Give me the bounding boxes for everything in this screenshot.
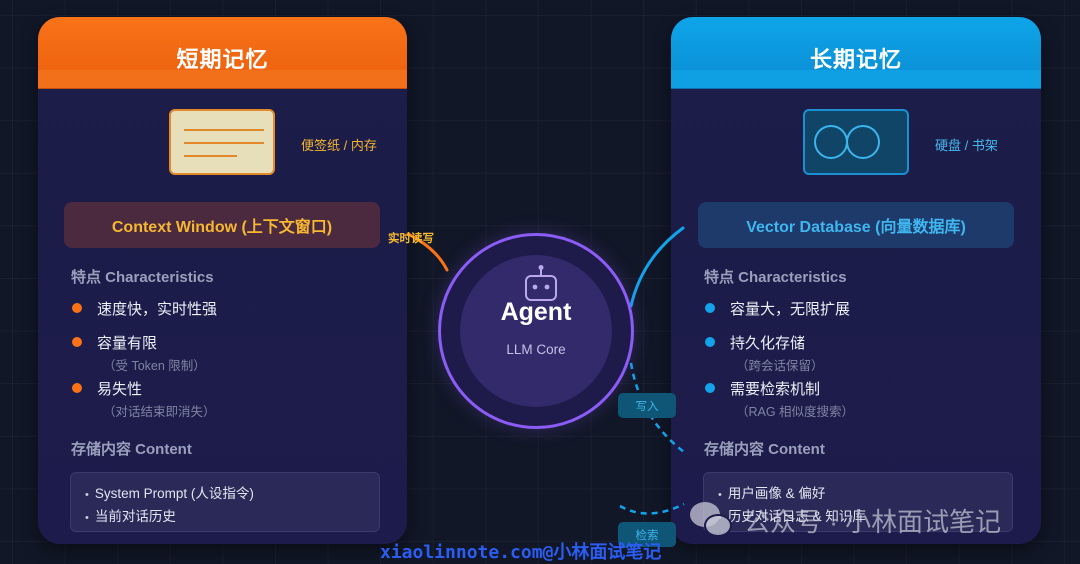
long-term-memory-card: 长期记忆 硬盘 / 书架 Vector Database (向量数据库) 特点 … (671, 17, 1041, 544)
sticky-note-icon (169, 109, 275, 175)
footer-credit: xiaolinnote.com@小林面试笔记 (380, 542, 662, 563)
feature-text: 易失性 (97, 381, 143, 398)
feature-text: 持久化存储 (730, 335, 806, 352)
feature-subtext: （受 Token 限制） (103, 359, 206, 373)
feature-subtext: （跨会话保留） (736, 359, 824, 373)
watermark-text: 公众号 · 小林面试笔记 (744, 506, 1002, 537)
short-term-memory-card: 短期记忆 便签纸 / 内存 Context Window (上下文窗口) 特点 … (38, 17, 407, 544)
agent-subtitle: LLM Core (506, 342, 566, 357)
long-term-header: 长期记忆 (671, 17, 1041, 89)
feature-text: 容量有限 (97, 335, 158, 352)
bullet-dot-icon (705, 303, 715, 313)
feature-text: 需要检索机制 (730, 381, 821, 398)
feature-subtext: （RAG 相似度搜索） (736, 405, 855, 419)
watermark: 公众号 · 小林面试笔记 (690, 500, 1001, 540)
wechat-icon (690, 500, 736, 540)
retrieve-flow-label: 检索 (618, 522, 676, 547)
content-item: 用户画像 & 偏好 (718, 483, 1012, 506)
short-term-content-box: System Prompt (人设指令) 当前对话历史 (70, 472, 380, 532)
context-window-box: Context Window (上下文窗口) (64, 202, 380, 248)
read-write-label: 实时读写 (388, 233, 434, 245)
bullet-dot-icon (72, 303, 82, 313)
feature-text: 容量大，无限扩展 (730, 301, 851, 318)
robot-icon (525, 265, 557, 301)
short-term-icon-caption: 便签纸 / 内存 (301, 138, 377, 153)
short-term-characteristics-label: 特点 Characteristics (71, 269, 214, 286)
agent-core-circle: Agent LLM Core (438, 233, 634, 429)
short-term-header: 短期记忆 (38, 17, 407, 89)
content-item: 历史对话日志 & 知识库 (718, 506, 1012, 529)
long-term-title: 长期记忆 (809, 47, 902, 72)
vector-database-box: Vector Database (向量数据库) (698, 202, 1014, 248)
feature-subtext: （对话结束即消失） (103, 405, 216, 419)
long-term-icon-caption: 硬盘 / 书架 (935, 138, 998, 153)
bullet-dot-icon (705, 337, 715, 347)
bullet-dot-icon (705, 383, 715, 393)
short-term-content-label: 存储内容 Content (71, 441, 192, 458)
long-term-icon-row: 硬盘 / 书架 (671, 109, 1041, 175)
content-item: 当前对话历史 (85, 506, 379, 529)
long-term-characteristics-label: 特点 Characteristics (704, 269, 847, 286)
feature-text: 速度快，实时性强 (97, 301, 218, 318)
short-term-icon-row: 便签纸 / 内存 (38, 109, 407, 175)
agent-title: Agent (500, 298, 572, 326)
bullet-dot-icon (72, 383, 82, 393)
hard-disk-icon (803, 109, 909, 175)
short-term-title: 短期记忆 (176, 47, 269, 72)
content-item: System Prompt (人设指令) (85, 483, 379, 506)
bullet-dot-icon (72, 337, 82, 347)
long-term-content-label: 存储内容 Content (704, 441, 825, 458)
write-flow-label: 写入 (618, 393, 676, 418)
